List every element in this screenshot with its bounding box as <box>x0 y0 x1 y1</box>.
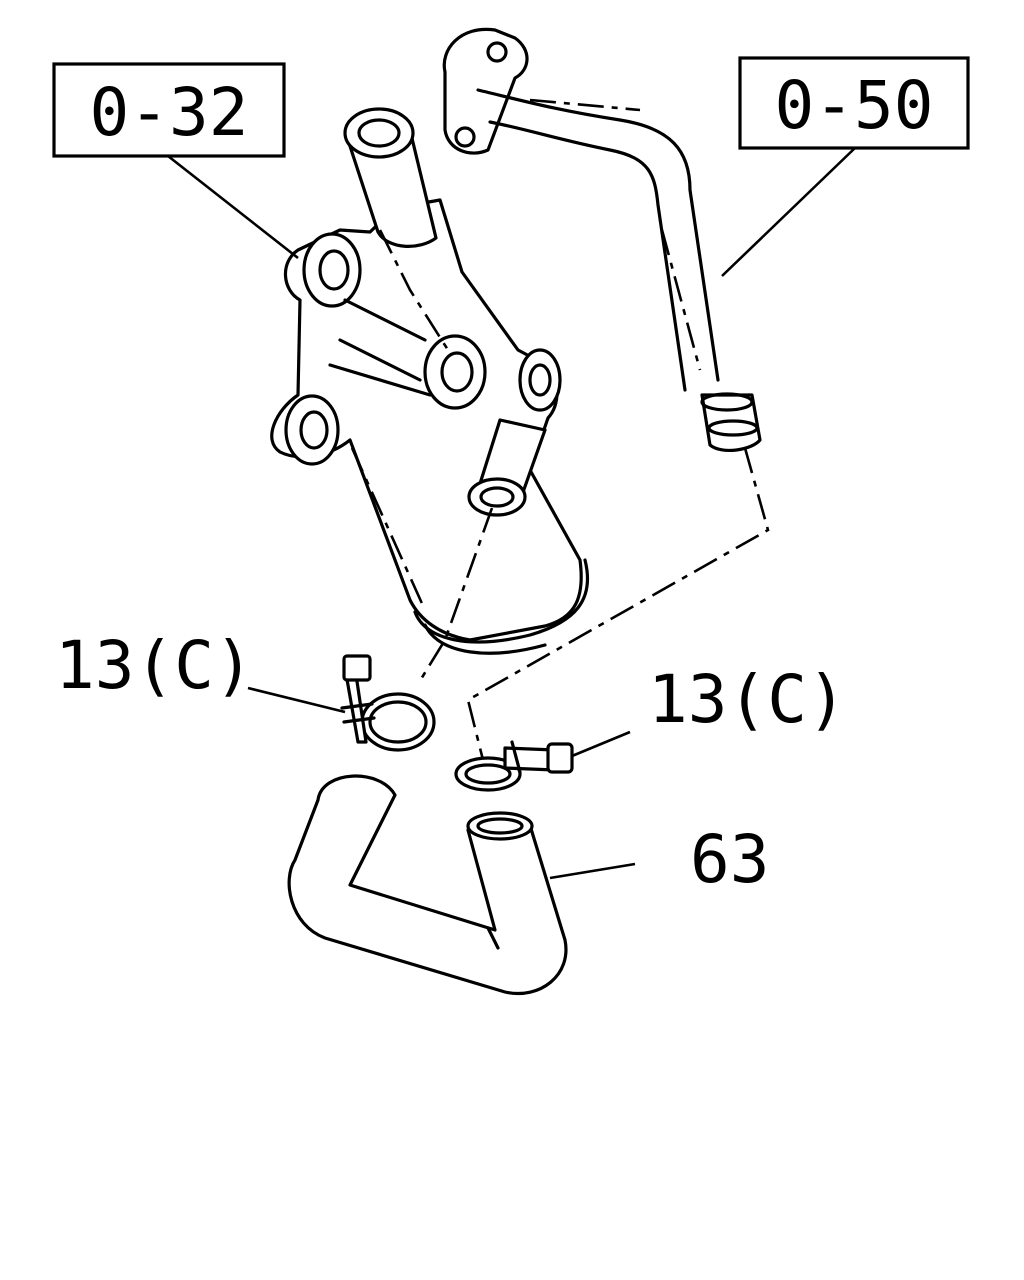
water-outlet-housing <box>270 107 590 655</box>
assembly-lines <box>350 98 770 773</box>
ref-label-0-32: 0-32 <box>90 74 249 151</box>
leader-clamp-right <box>571 730 631 758</box>
label-hose: 63 <box>690 821 769 898</box>
leader-0-32 <box>167 154 299 260</box>
rubber-hose <box>287 774 568 995</box>
label-clamp-left: 13(C) <box>55 627 254 704</box>
hose-clamp-left <box>340 654 436 752</box>
water-pipe <box>442 27 762 453</box>
leader-0-50 <box>721 147 856 277</box>
leader-clamp-left <box>247 686 346 714</box>
leader-hose <box>549 862 636 880</box>
ref-box-0-32: 0-32 <box>52 62 286 158</box>
hose-clamp-right <box>454 740 574 792</box>
ref-label-0-50: 0-50 <box>775 67 934 144</box>
ref-box-0-50: 0-50 <box>738 56 970 150</box>
label-clamp-right: 13(C) <box>648 661 847 738</box>
